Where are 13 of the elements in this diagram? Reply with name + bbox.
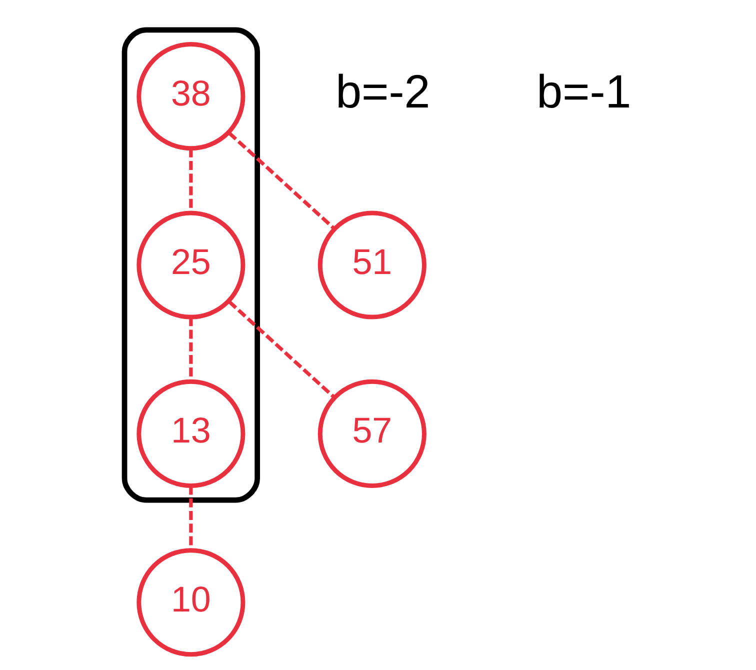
node-circle: 13 [136, 379, 246, 488]
label: b=-2 [336, 66, 430, 118]
node-circle: 38 [136, 42, 246, 151]
node-circle: 10 [136, 548, 246, 657]
label: b=-1 [536, 66, 632, 118]
connector [189, 486, 193, 550]
cluster [122, 27, 260, 503]
node-circle: 25 [136, 210, 246, 320]
node-circle: 57 [318, 379, 426, 488]
connector [228, 300, 336, 399]
connector [228, 132, 336, 230]
node-circle: 51 [318, 210, 426, 320]
connector [189, 317, 193, 382]
